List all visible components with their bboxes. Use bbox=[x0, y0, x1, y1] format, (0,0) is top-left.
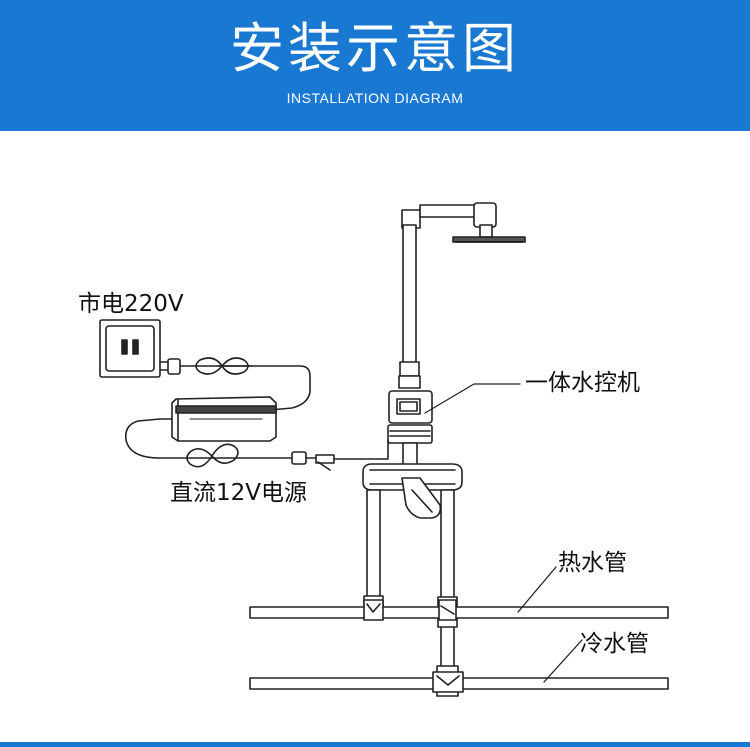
label-dc-power: 直流12V电源 bbox=[170, 480, 308, 506]
riser-pipe bbox=[398, 224, 421, 389]
label-mains-power: 市电220V bbox=[78, 291, 184, 317]
footer-accent-bar bbox=[0, 742, 750, 747]
power-adapter bbox=[159, 396, 277, 442]
label-controller: 一体水控机 bbox=[525, 370, 640, 396]
hot-supply-pipe bbox=[363, 489, 384, 615]
mixing-valve bbox=[362, 463, 463, 519]
label-hot-pipe: 热水管 bbox=[558, 550, 627, 576]
hot-water-pipe bbox=[249, 599, 669, 621]
dc-cable bbox=[124, 418, 389, 471]
page-title: 安装示意图 bbox=[230, 17, 520, 80]
shower-head bbox=[401, 202, 526, 243]
water-controller bbox=[387, 390, 433, 466]
label-cold-pipe: 冷水管 bbox=[580, 631, 649, 657]
page-subtitle: INSTALLATION DIAGRAM bbox=[286, 90, 464, 106]
wall-socket bbox=[99, 319, 161, 378]
installation-diagram bbox=[99, 202, 669, 697]
cold-supply-pipe bbox=[436, 489, 459, 697]
leader-lines bbox=[424, 383, 583, 683]
ac-plug bbox=[159, 357, 311, 411]
cold-water-pipe bbox=[249, 671, 669, 693]
header-banner: 安装示意图 INSTALLATION DIAGRAM bbox=[0, 0, 750, 131]
